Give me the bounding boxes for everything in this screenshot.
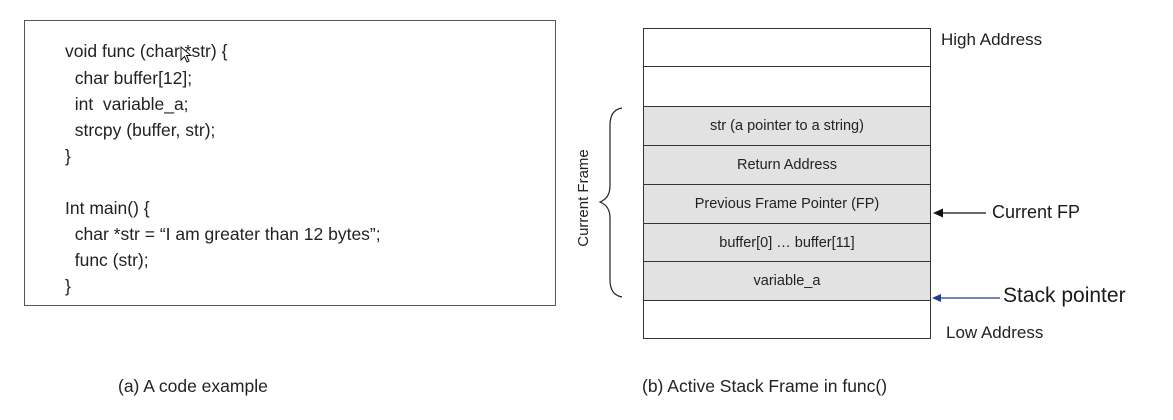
stack-row-return-address: Return Address [643, 145, 931, 185]
stack-row-buffer-label: buffer[0] … buffer[11] [719, 234, 855, 251]
code-line-4: strcpy (buffer, str); [65, 120, 216, 140]
code-line-9: func (str); [65, 250, 149, 270]
code-line-1: void func (char *str) { [65, 41, 228, 61]
stack-row-str-pointer-label: str (a pointer to a string) [710, 118, 864, 134]
current-frame-brace [598, 107, 623, 298]
low-address-label: Low Address [946, 323, 1044, 342]
code-line-8: char *str = “I am greater than 12 bytes”… [65, 224, 381, 244]
stack-row-bottom [643, 300, 931, 339]
stack-row-str-pointer: str (a pointer to a string) [643, 106, 931, 146]
stack-frame-caption: (b) Active Stack Frame in func() [642, 376, 888, 396]
code-line-10: } [65, 276, 71, 296]
code-example-caption: (a) A code example [118, 376, 268, 396]
code-line-5: } [65, 146, 71, 166]
code-line-3: int variable_a; [65, 94, 189, 114]
high-address-label: High Address [941, 30, 1043, 49]
code-line-2: char buffer[12]; [65, 68, 193, 88]
stack-row-buffer: buffer[0] … buffer[11] [643, 223, 931, 262]
stack-row-return-address-label: Return Address [737, 157, 837, 173]
code-example-box: void func (char *str) { char buffer[12];… [24, 20, 556, 306]
mouse-cursor-icon [180, 46, 192, 63]
stack-pointer-arrowhead [932, 294, 941, 302]
current-fp-label: Current FP [992, 202, 1081, 222]
code-line-7: Int main() { [65, 198, 150, 218]
stack-row-variable-a-label: variable_a [753, 273, 821, 289]
current-fp-arrowhead [933, 208, 943, 218]
stack-pointer-label: Stack pointer [1003, 284, 1126, 307]
stack-row-previous-fp-label: Previous Frame Pointer (FP) [694, 196, 880, 212]
